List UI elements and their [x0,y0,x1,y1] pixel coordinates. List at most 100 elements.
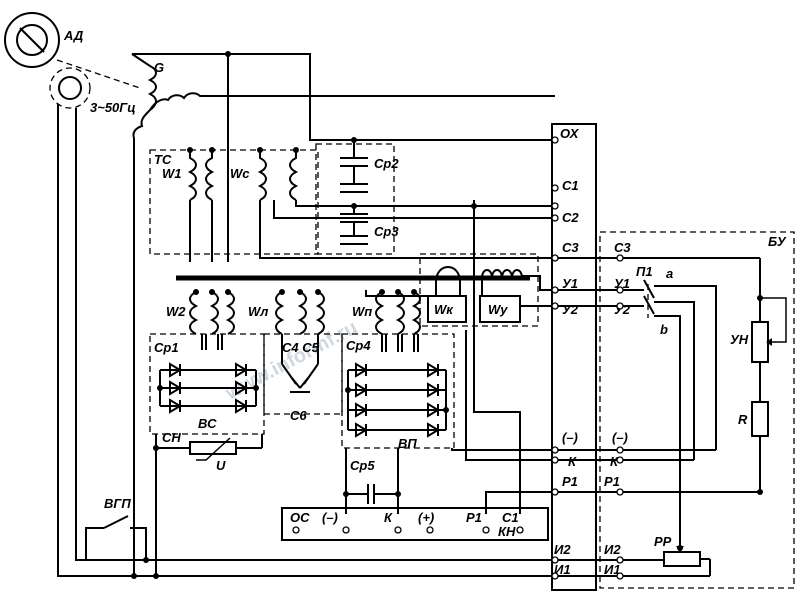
rectifier-bc [159,362,257,414]
kn-terminal-block [281,507,549,541]
wire-wp-top [365,290,430,297]
varistor-ch [156,437,262,461]
label-cp5: Ср5 [350,458,375,473]
label-cp4: Ср4 [346,338,371,353]
capacitor-cp1 [201,334,223,350]
label-i2-bu: И2 [604,542,621,557]
label-y1: У1 [562,276,578,291]
label-kn: КН [498,524,516,539]
label-p1-ox: Р1 [562,474,578,489]
label-p1-switch: П1 [636,264,653,279]
label-i2-ox: И2 [554,542,571,557]
label-p1-bu: Р1 [604,474,620,489]
generator-g [131,53,212,139]
label-c6: С6 [290,408,307,423]
capacitor-cp3 [340,206,368,245]
label-minus-ox: (–) [562,430,578,445]
c6-box [263,333,343,415]
wire-p1 [485,491,555,514]
wire-k [465,330,555,461]
capacitor-c6 [281,334,319,393]
wire-minus [451,448,555,451]
label-i1-bu: И1 [604,562,621,577]
motor-ad [4,12,60,68]
label-wy: Wу [488,302,508,317]
capacitor-cp2 [340,140,368,193]
wire-c3 [259,200,555,259]
bu-box [599,231,795,589]
label-yh: УН [730,332,749,347]
label-vgp: ВГП [104,496,131,511]
label-freq: 3~50Гц [90,100,136,115]
label-minus-kn: (–) [322,510,338,525]
winding-wl [275,291,325,335]
label-tc: ТС [154,152,172,167]
ox-terminal-strip [551,123,597,591]
capacitor-cp5 [346,484,398,504]
label-w2: W2 [166,304,186,319]
label-b: b [660,322,668,337]
wire-c2 [273,200,555,219]
wire-i2 [75,108,555,561]
wire-y1 [522,275,555,291]
capacitor-cp4 [381,334,419,352]
label-ad: АД [63,28,84,43]
junctions [131,51,763,579]
label-c3-bu: С3 [614,240,631,255]
switch-p1 [620,279,717,548]
winding-w2 [189,291,235,335]
label-ch: СН [162,430,181,445]
label-c1: С1 [562,178,579,193]
label-minus-bu: (–) [612,430,628,445]
label-i1-ox: И1 [554,562,571,577]
label-ox: ОХ [560,126,580,141]
tc-box [149,149,319,255]
wire-c1 [295,200,555,207]
label-bu: БУ [768,234,787,249]
label-c3: С3 [562,240,579,255]
label-cp1: Ср1 [154,340,179,355]
wire-i1 [57,104,555,577]
switch-vgp [85,515,147,560]
label-a: a [666,266,673,281]
winding-wy [479,269,523,323]
resistor-r [751,401,769,492]
rectifier-vp [347,362,447,438]
tc-windings [187,150,299,201]
label-wp: Wп [352,304,372,319]
label-w1: W1 [162,166,182,181]
label-wl: Wл [248,304,268,319]
label-r: R [738,412,748,427]
label-vp: ВП [398,436,417,451]
coupling-line [56,59,141,89]
wire-kn [473,200,521,514]
tachogenerator [49,67,91,109]
label-c2: С2 [562,210,579,225]
terminals [292,136,624,580]
label-k-kn: К [384,510,393,525]
wk-wy-box [419,253,539,327]
label-c1-kn: С1 [502,510,519,525]
label-g: G [154,60,164,75]
label-p1-kn: Р1 [466,510,482,525]
label-wk: Wк [434,302,454,317]
label-pp: РР [654,534,672,549]
label-os: ОС [290,510,310,525]
winding-wp [375,291,421,335]
label-cp2: Ср2 [374,156,399,171]
rheostat-pp [663,546,711,576]
potentiometer-yh [751,258,787,402]
label-k-bu: К [610,454,619,469]
label-u: U [216,458,226,473]
label-bc: ВС [198,416,217,431]
label-k-ox: К [568,454,577,469]
cp-box [315,143,395,255]
label-y2: У2 [562,302,579,317]
label-c4c5: С4 С5 [282,340,320,355]
label-wc: Wс [230,166,250,181]
label-plus-kn: (+) [418,510,434,525]
winding-wk [427,266,467,323]
label-cp3: Ср3 [374,224,399,239]
